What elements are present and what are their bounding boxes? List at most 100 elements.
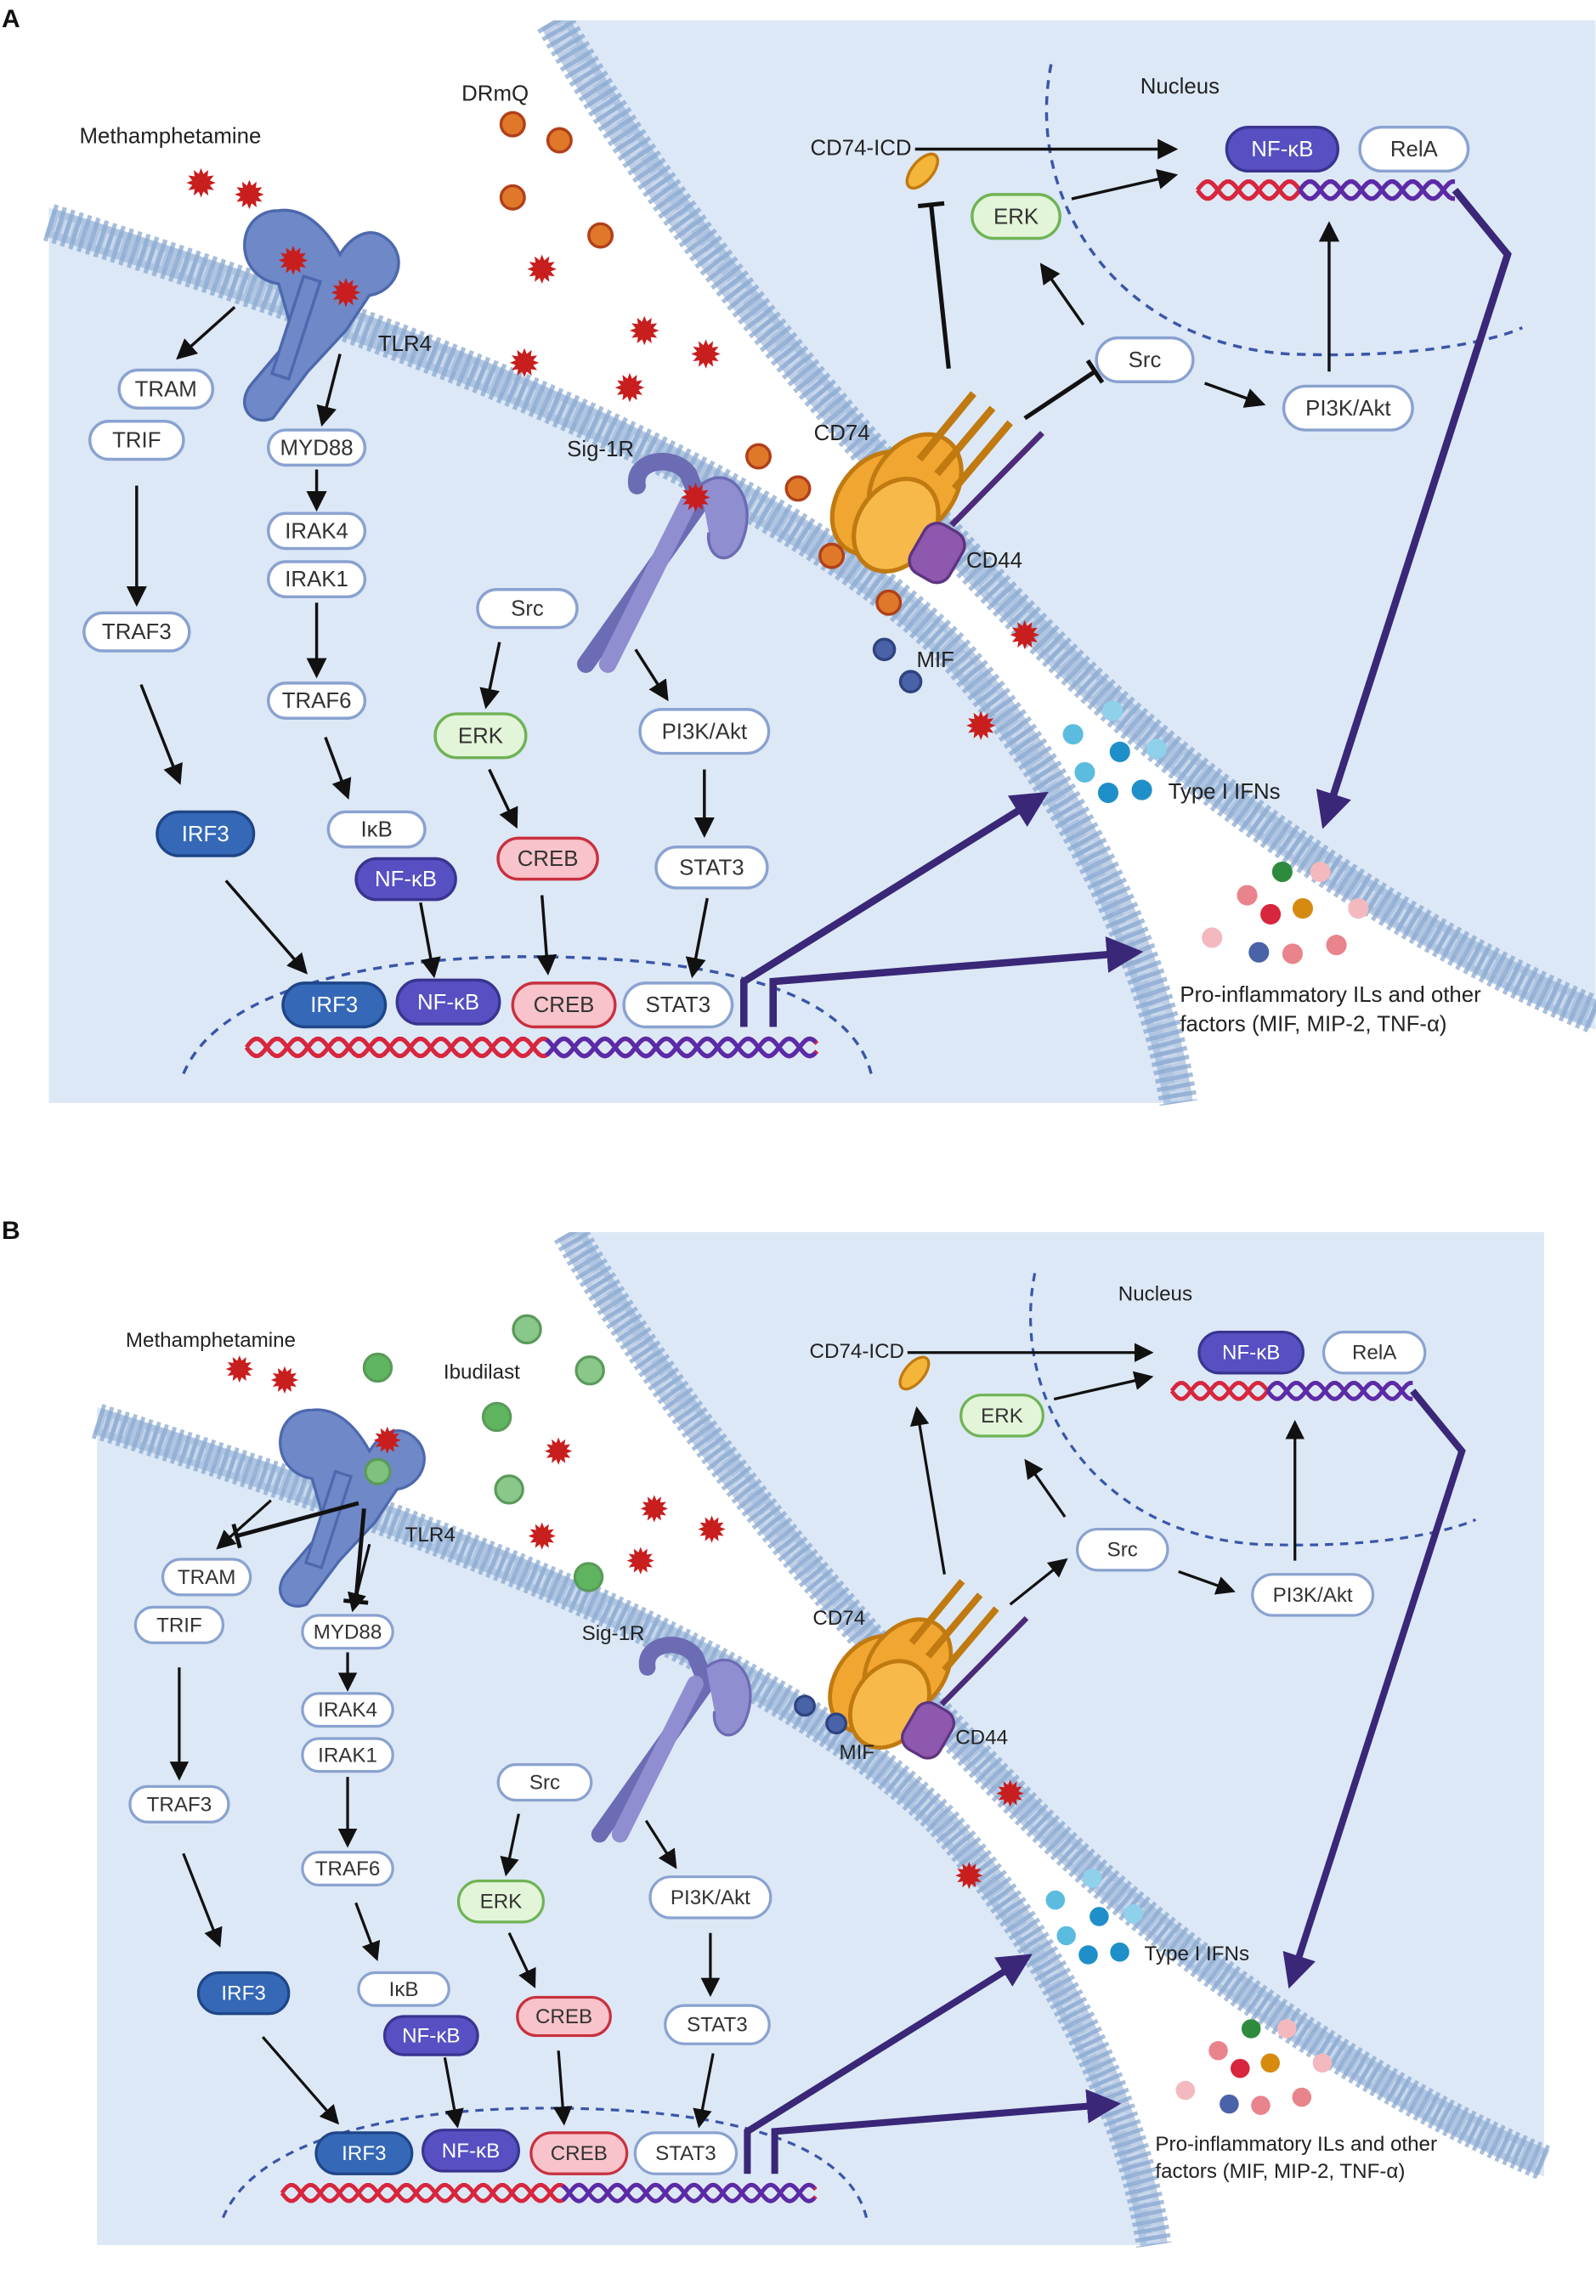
erk-box-shape [456,1879,545,1924]
arrow-src-to-erk-right [1039,263,1085,326]
irf3-box: IRF3 [221,1982,265,2005]
right-cell-cytoplasm [553,20,1596,1030]
src-box-shape [496,1763,593,1802]
methamphetamine-molecule-8 [626,1547,654,1575]
right-src-box: Src [1129,348,1162,372]
myd88-box-shape [267,428,367,467]
inhibit-cd74-cd74icd [929,204,951,370]
pro-inflammatory-molecule-9 [1251,2095,1271,2115]
arrow-stat3-to-nucleus [685,897,709,979]
right-pi3k-box: PI3K/Akt [1305,397,1390,421]
methamphetamine-molecule-2 [270,1366,299,1394]
arrow-tlr4-to-tram [176,306,236,360]
drmq-molecule-7 [818,542,846,569]
creb-box-shape [496,836,599,881]
irf3-box-shape [196,1971,291,2016]
arrow-nucleus-to-pro-inflammatory [769,936,1144,1027]
arrow-src-to-pi3k [1178,1569,1236,1595]
arrow-irf3-to-nucleus [261,2036,340,2125]
methamphetamine-molecule-6 [640,1495,668,1523]
methamphetamine-molecule-7 [691,339,721,369]
src-box: Src [511,597,544,621]
tram-box: TRAM [135,377,197,401]
type-i-ifn-molecule-2 [1045,1890,1066,1910]
cd44-label: CD44 [955,1726,1008,1749]
irak1-box: IRAK1 [318,1744,377,1767]
left-dna-strand3 [561,2182,816,2203]
left-nucleus-envelope [221,2107,869,2219]
irf3-box-shape [156,810,256,857]
methamphetamine-molecule-8 [614,372,645,403]
arrow-erk-to-creb [507,1932,536,1989]
methamphetamine-molecule-5 [528,1522,556,1550]
traf3-box-shape [82,611,191,653]
drmq-molecule-5 [745,443,773,470]
methamphetamine-molecule-7 [698,1515,726,1543]
mif-molecule-2 [825,1712,847,1735]
tlr4-label: TLR4 [405,1524,456,1547]
nuclear-irf3-box-shape [314,2131,414,2175]
right-dna-strand4 [1298,179,1456,201]
mif-label: MIF [839,1741,874,1764]
traf3-box: TRAF3 [102,620,172,644]
arrow-nfkb-to-nucleus [419,902,441,979]
irak4-box-shape [267,512,367,551]
sig1r-head [699,476,749,560]
pro-inflammatory-molecule-10 [1326,935,1347,956]
pro-inflammatory-label-line1: Pro-inflammatory ILs and other [1155,2133,1437,2156]
inhibit-cd74-src [1023,370,1096,421]
pro-inflammatory-molecule-7 [1175,2080,1196,2101]
sig1r-head [705,1658,752,1737]
sig1r-helix-1 [591,1637,716,1843]
arrow-traf3-to-irf3 [139,683,183,785]
methamphetamine-molecule-9 [996,1779,1024,1807]
right-membrane-heads [537,20,1596,1033]
irak1-box-shape [301,1737,394,1773]
drmq-molecule-3 [546,127,573,154]
type-i-ifn-molecule-1 [1102,700,1123,721]
irf3-box: IRF3 [182,823,229,846]
ibudilast-molecule-5 [494,1474,524,1505]
nuclear-creb-box-shape [511,981,617,1029]
arrow-sig1r-to-pi3k [644,1819,677,1869]
right-src-box-shape [1075,1527,1169,1572]
type-i-ifn-molecule-7 [1131,779,1152,800]
nfkb-box: NF-κB [375,868,437,891]
pro-inflammatory-molecule-2 [1276,2019,1297,2039]
cd74-icd-label: CD74-ICD [811,136,912,160]
right-pi3k-box-shape [1251,1573,1375,1617]
cd44-label: CD44 [966,549,1022,573]
methamphetamine-molecule-6 [630,315,659,346]
arrow-creb-to-nucleus [552,2050,573,2126]
methamphetamine-molecule-1 [186,167,216,198]
nuclear-irf3-box-shape [281,981,388,1029]
left-dna-strand4 [545,1036,818,1059]
pro-inflammatory-label-line1: Pro-inflammatory ILs and other [1180,983,1481,1007]
methamphetamine-molecule-9 [509,348,540,378]
pro-inflammatory-label-line2: factors (MIF, MIP-2, TNF-α) [1155,2160,1405,2183]
type-i-ifn-molecule-4 [1146,738,1167,760]
nfkb-box: NF-κB [402,2025,460,2048]
panel-letter-b: B [2,1217,20,1245]
ibudilast-molecule-1 [512,1314,542,1345]
right-nfkb-box-shape [1225,125,1340,173]
pro-inflammatory-molecule-8 [1248,942,1270,963]
tlr4-label: TLR4 [378,332,432,356]
right-dna-strand4 [1265,1381,1413,1401]
arrow-erk-to-nucleus [1053,1371,1154,1401]
type-i-ifn-molecule-1 [1083,1869,1102,1888]
trif-box-shape [133,1605,225,1644]
nuclear-stat3-box: STAT3 [646,993,711,1017]
src-box: Src [529,1772,560,1795]
myd88-box-shape [301,1614,394,1650]
ibudilast-molecule-4 [481,1401,512,1433]
traf6-box: TRAF6 [315,1858,381,1880]
nuclear-nfkb-box-shape [422,2129,521,2173]
stat3-box: STAT3 [679,856,744,879]
arrow-sig1r-to-pi3k [634,648,669,702]
pro-inflammatory-label-line2: factors (MIF, MIP-2, TNF-α) [1180,1013,1446,1037]
left-membrane-tails [46,215,1186,1105]
nuclear-stat3-box: STAT3 [655,2142,716,2165]
right-nfkb-box: NF-κB [1222,1342,1280,1365]
src-box-shape [476,588,579,630]
